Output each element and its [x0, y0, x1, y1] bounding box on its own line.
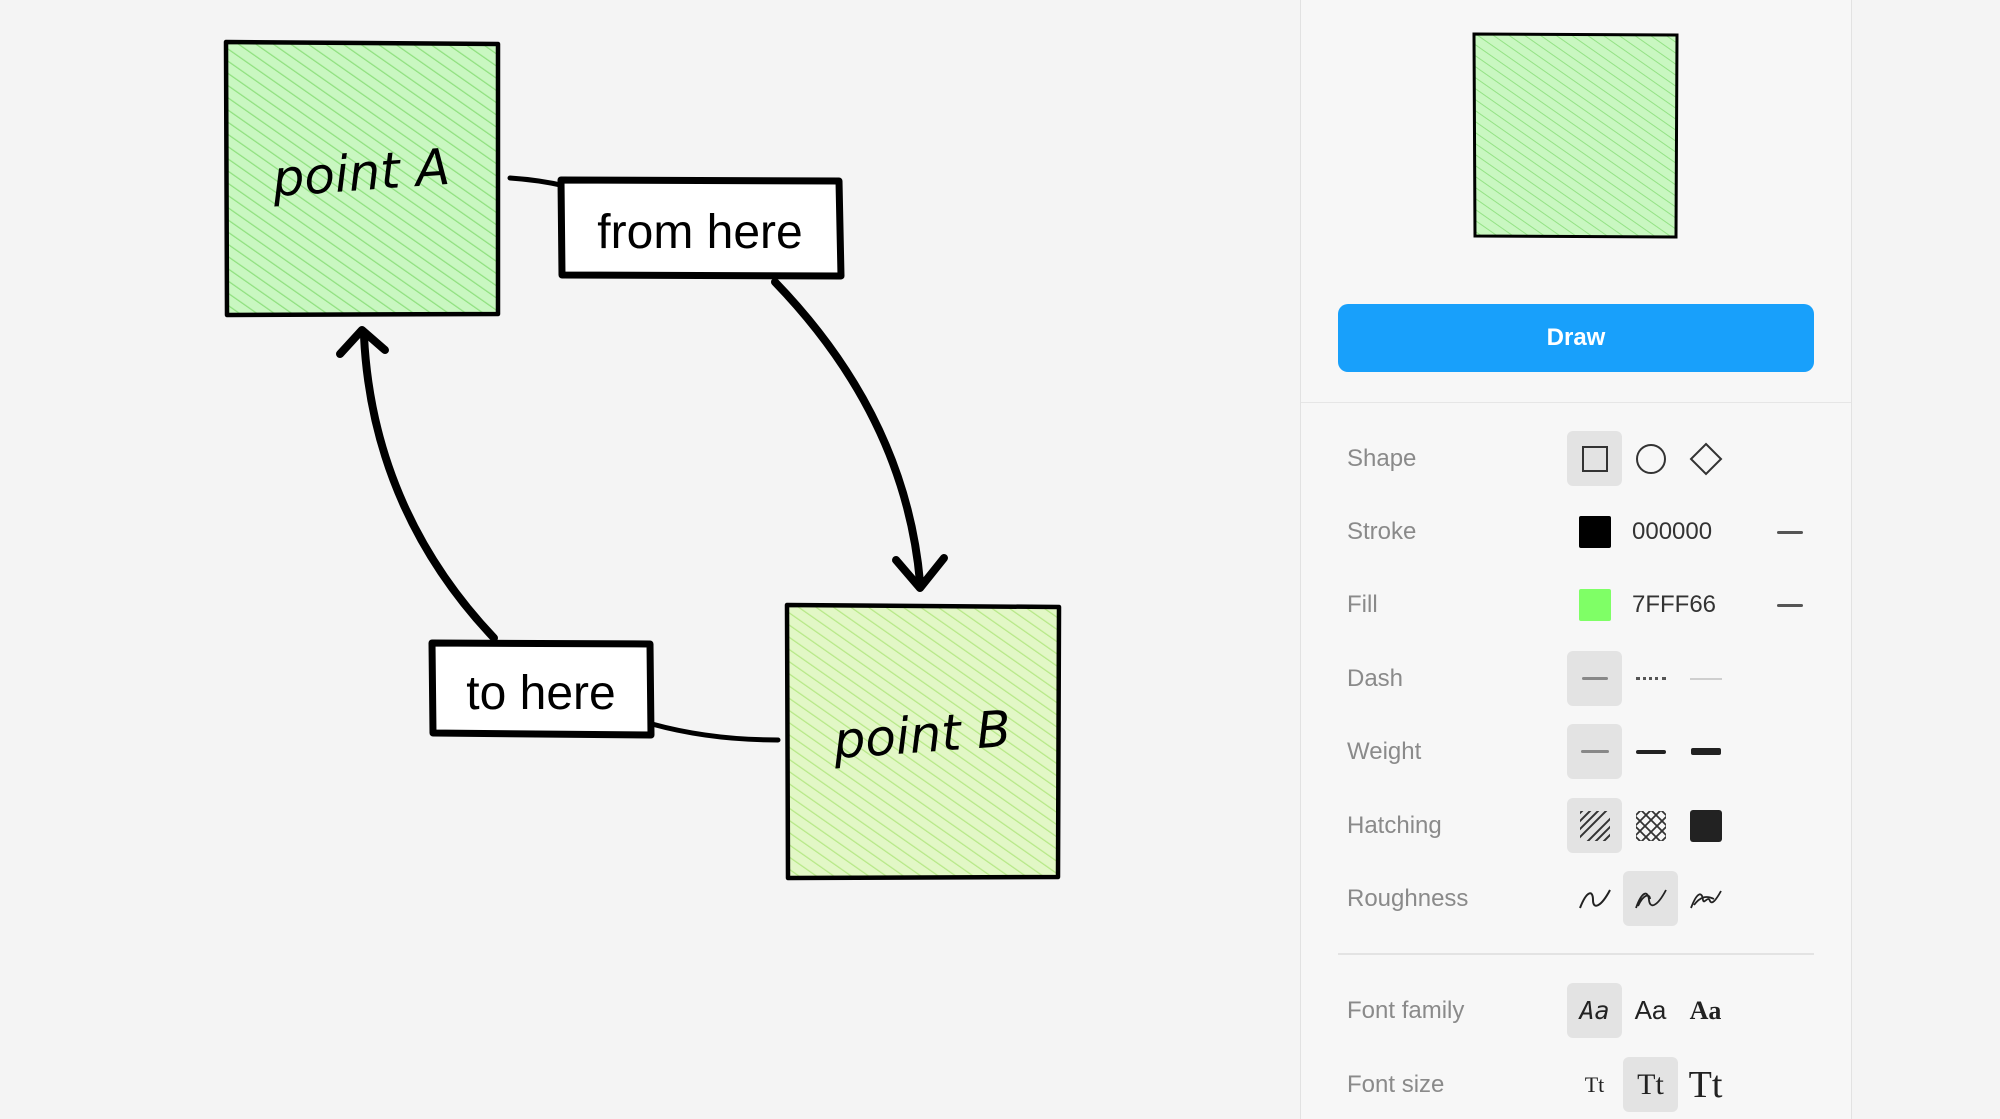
fill-color-swatch[interactable] — [1579, 589, 1611, 621]
rectangle-icon — [1581, 445, 1608, 472]
hatching-hachure-option[interactable] — [1567, 798, 1622, 853]
label-from-here[interactable]: from here — [557, 176, 845, 280]
node-point-a[interactable]: point A — [223, 39, 501, 318]
shape-preview — [1472, 32, 1679, 239]
connector-line — [507, 175, 568, 189]
solid-fill-icon — [1689, 809, 1722, 842]
squiggle-medium-icon — [1634, 889, 1667, 908]
arrow-to-point-b — [771, 278, 948, 592]
hatching-row: Hatching — [1301, 798, 1851, 854]
fill-hex-value[interactable]: 7FFF66 — [1632, 591, 1717, 618]
panel-divider — [1338, 953, 1814, 955]
stroke-remove-button[interactable] — [1773, 516, 1807, 548]
font-sample: Aa — [1689, 995, 1722, 1025]
dotted-line-icon — [1635, 677, 1666, 680]
font-size-label: Font size — [1347, 1071, 1445, 1098]
draw-button[interactable]: Draw — [1338, 304, 1814, 372]
minus-icon — [1777, 530, 1803, 534]
shape-diamond-option[interactable] — [1678, 431, 1733, 486]
weight-row: Weight — [1301, 724, 1851, 780]
weight-thin-option[interactable] — [1567, 724, 1622, 779]
faint-line-icon — [1689, 677, 1722, 680]
solid-line-icon — [1581, 677, 1608, 680]
fill-row: Fill 7FFF66 — [1301, 577, 1851, 633]
node-point-b-label: point B — [830, 700, 1012, 770]
stroke-label: Stroke — [1347, 518, 1417, 545]
font-sample: Aa — [1579, 996, 1610, 1025]
hachure-icon — [1579, 810, 1610, 841]
circle-icon — [1635, 443, 1666, 474]
fill-remove-button[interactable] — [1773, 589, 1807, 621]
font-size-row: Font size Tt Tt Tt — [1301, 1057, 1851, 1113]
stroke-color-swatch[interactable] — [1579, 516, 1611, 548]
font-family-row: Font family Aa Aa Aa — [1301, 983, 1851, 1039]
font-sample: Aa — [1634, 995, 1667, 1025]
font-size-medium-option[interactable]: Tt — [1623, 1057, 1678, 1112]
font-size-sample: Tt — [1637, 1067, 1664, 1101]
font-family-handwritten-option[interactable]: Aa — [1567, 983, 1622, 1038]
dash-dotted-option[interactable] — [1623, 651, 1678, 706]
dash-solid-option[interactable] — [1567, 651, 1622, 706]
font-family-serif-option[interactable]: Aa — [1678, 983, 1733, 1038]
label-to-here-text: to here — [466, 667, 615, 720]
drawing-canvas[interactable]: point A point B from here to here — [0, 0, 1290, 1119]
label-from-here-text: from here — [597, 206, 802, 259]
style-panel: Draw Shape Stroke 000000 Fill 7FFF66 Das… — [1300, 0, 1852, 1119]
font-family-label: Font family — [1347, 997, 1465, 1024]
shape-label: Shape — [1347, 445, 1417, 472]
font-family-sans-option[interactable]: Aa — [1623, 983, 1678, 1038]
label-to-here[interactable]: to here — [428, 639, 655, 739]
arrow-to-point-a — [336, 326, 498, 642]
fill-label: Fill — [1347, 591, 1378, 618]
dash-label: Dash — [1347, 665, 1404, 692]
hatching-crosshatch-option[interactable] — [1623, 798, 1678, 853]
roughness-high-option[interactable] — [1678, 871, 1733, 926]
roughness-medium-option[interactable] — [1623, 871, 1678, 926]
font-size-small-option[interactable]: Tt — [1567, 1057, 1622, 1112]
panel-divider — [1301, 402, 1851, 403]
font-size-sample: Tt — [1688, 1063, 1723, 1106]
hatching-label: Hatching — [1347, 812, 1442, 839]
hatching-solid-option[interactable] — [1678, 798, 1733, 853]
medium-line-icon — [1635, 749, 1666, 754]
shape-row: Shape — [1301, 431, 1851, 487]
stroke-row: Stroke 000000 — [1301, 504, 1851, 560]
font-size-large-option[interactable]: Tt — [1678, 1057, 1733, 1112]
dash-row: Dash — [1301, 651, 1851, 707]
node-point-a-label: point A — [270, 138, 452, 208]
weight-label: Weight — [1347, 738, 1422, 765]
weight-thick-option[interactable] — [1678, 724, 1733, 779]
connector-line — [649, 721, 781, 743]
thick-line-icon — [1690, 748, 1721, 755]
thin-line-icon — [1580, 750, 1609, 753]
minus-icon — [1777, 603, 1803, 607]
shape-circle-option[interactable] — [1623, 431, 1678, 486]
crosshatch-icon — [1635, 810, 1666, 841]
stroke-hex-value[interactable]: 000000 — [1632, 518, 1713, 545]
diamond-icon — [1689, 442, 1722, 475]
squiggle-rough-icon — [1689, 890, 1722, 908]
roughness-row: Roughness — [1301, 871, 1851, 927]
node-point-b[interactable]: point B — [784, 602, 1062, 881]
shape-rectangle-option[interactable] — [1567, 431, 1622, 486]
roughness-label: Roughness — [1347, 885, 1469, 912]
dash-faint-option[interactable] — [1678, 651, 1733, 706]
font-size-sample: Tt — [1584, 1071, 1605, 1097]
squiggle-smooth-icon — [1578, 889, 1611, 908]
weight-medium-option[interactable] — [1623, 724, 1678, 779]
roughness-low-option[interactable] — [1567, 871, 1622, 926]
